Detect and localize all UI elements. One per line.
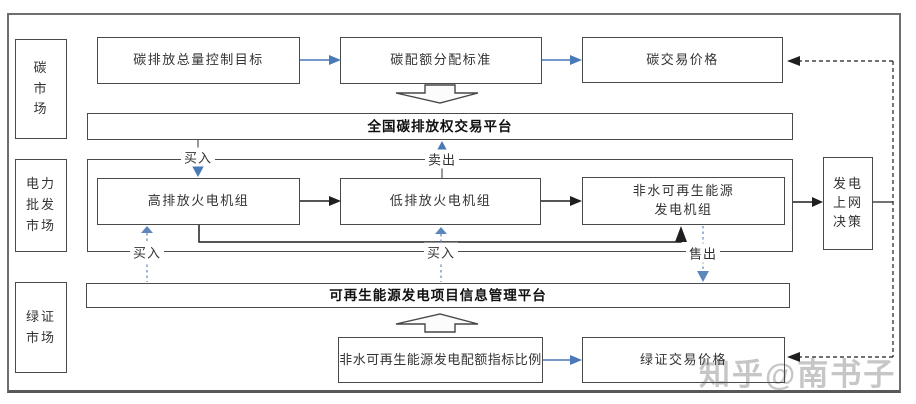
section-label: 绿证 市场 [25,308,56,345]
section-label: 碳 市 场 [33,59,49,117]
box-label: 非水可再生能源发电配额指标比例 [339,351,542,367]
box-label: 全国碳排放权交易平台 [367,118,513,134]
edge-label-sell-top: 卖出 [424,149,460,169]
watermark: 知乎@南书子 [699,357,897,392]
edge-label-buy-bottom-left: 买入 [129,242,165,262]
box-emission-target: 碳排放总量控制目标 [97,37,300,84]
box-carbon-trading-platform: 全国碳排放权交易平台 [87,113,793,140]
box-label: 发电 上网 决策 [832,176,863,229]
box-low-emission-unit: 低排放火电机组 [340,178,541,225]
box-quota-ratio: 非水可再生能源发电配额指标比例 [338,337,543,383]
box-label: 碳排放总量控制目标 [133,52,264,68]
edge-label-sell-bottom: 售出 [685,243,721,263]
section-carbon-market: 碳 市 场 [15,39,67,139]
section-label: 电力 批发 市场 [25,176,56,233]
box-high-emission-unit: 高排放火电机组 [97,178,300,225]
box-grid-decision: 发电 上网 决策 [823,157,873,250]
edge-label-buy-top: 买入 [180,147,216,167]
box-label: 碳配额分配标准 [390,52,492,68]
box-label: 碳交易价格 [646,51,719,67]
section-green-cert-market: 绿证 市场 [15,282,67,373]
box-label: 非水可再生能源 发电机组 [632,183,735,217]
box-carbon-price: 碳交易价格 [582,37,783,83]
box-label: 高排放火电机组 [147,193,250,209]
box-green-cert-price: 绿证交易价格 [582,337,785,383]
box-label: 低排放火电机组 [389,193,492,209]
box-quota-standard: 碳配额分配标准 [340,37,542,84]
section-power-wholesale-market: 电力 批发 市场 [15,159,67,252]
box-label: 可再生能源发电项目信息管理平台 [329,287,547,303]
box-nonwater-renewable-unit: 非水可再生能源 发电机组 [582,177,785,225]
diagram-border [7,13,901,393]
box-label: 绿证交易价格 [639,351,727,367]
box-green-platform: 可再生能源发电项目信息管理平台 [86,283,790,308]
edge-label-buy-bottom-right: 买入 [423,242,459,262]
